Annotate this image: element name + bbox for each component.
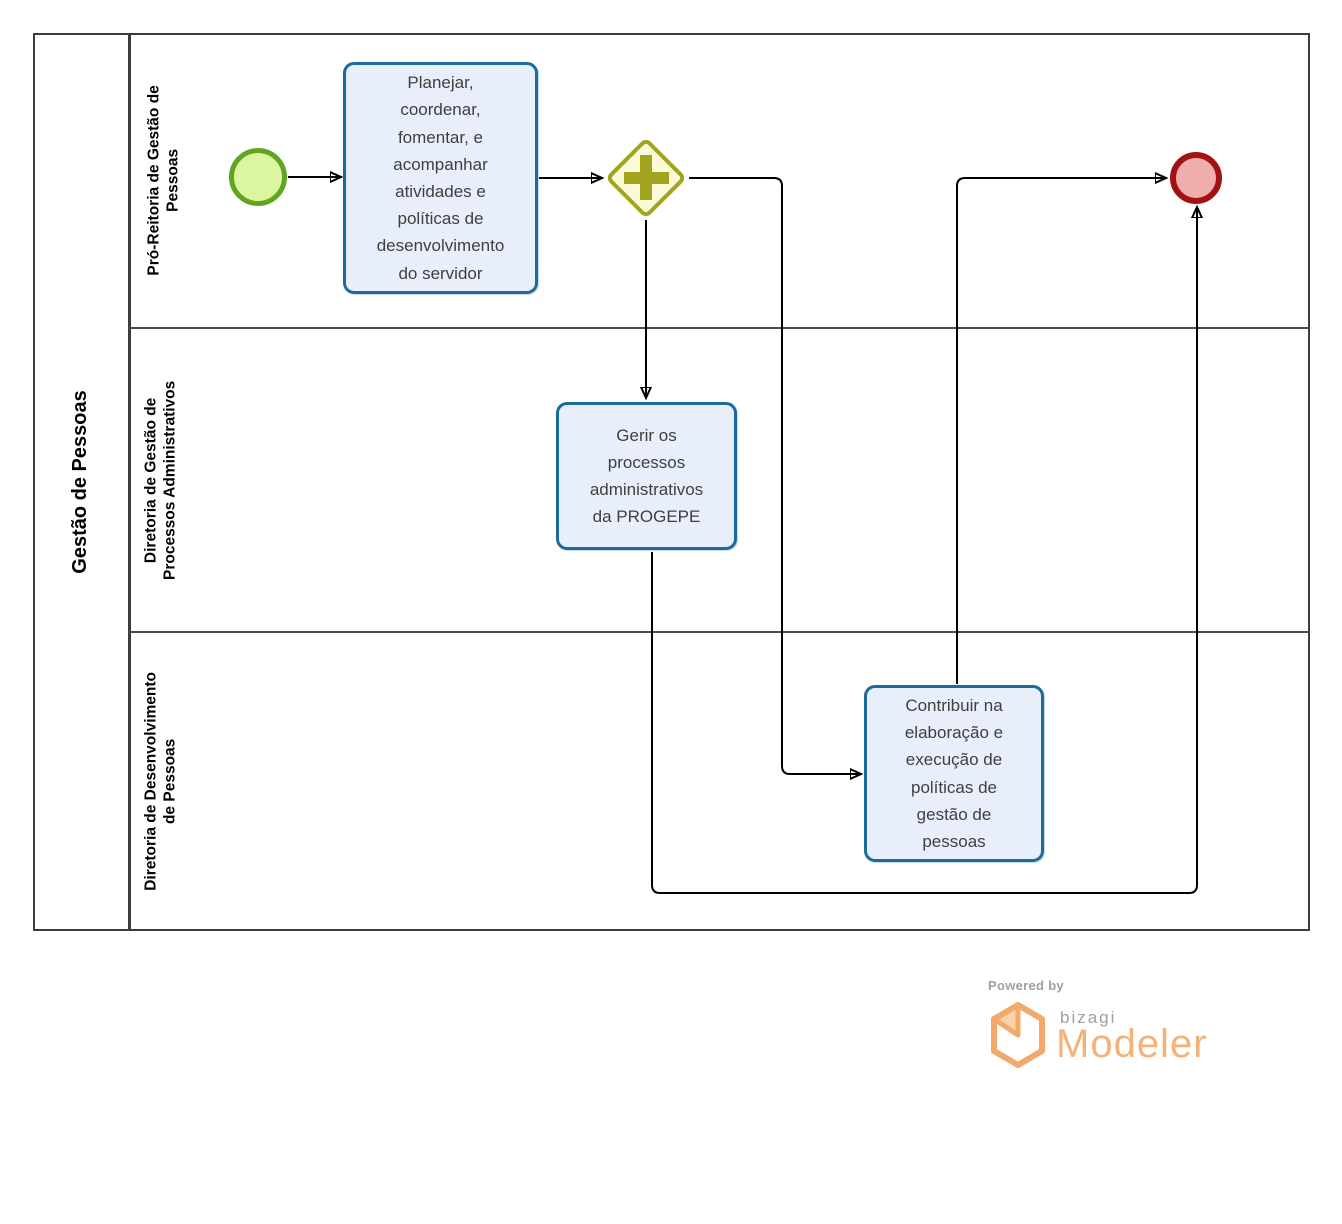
pool-title: Gestão de Pessoas (69, 390, 91, 574)
end-event[interactable] (1170, 152, 1222, 204)
powered-by-label: Powered by (988, 978, 1064, 993)
parallel-gateway-plus-icon (640, 155, 652, 200)
start-event[interactable] (229, 148, 287, 206)
lane-divider-1 (131, 327, 1310, 329)
pool-title-divider (128, 33, 131, 931)
bizagi-wordmark: bizagi (1060, 1008, 1117, 1027)
modeler-wordmark: Modeler (1056, 1022, 1208, 1066)
pool-frame (33, 33, 1310, 931)
bizagi-hexagon-icon (991, 1002, 1045, 1068)
lane-divider-2 (131, 631, 1310, 633)
